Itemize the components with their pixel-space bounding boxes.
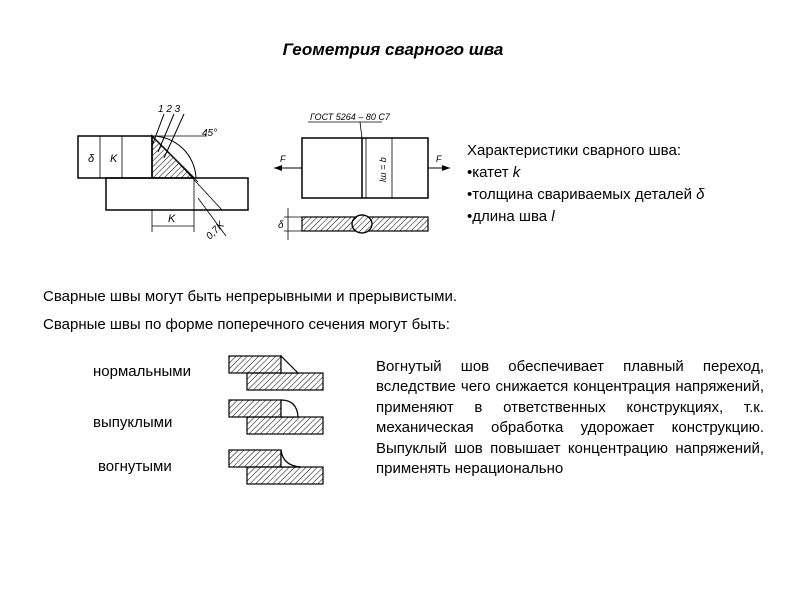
weld-type-convex-label: выпуклыми [93, 414, 173, 431]
page-title: Геометрия сварного шва [282, 40, 504, 59]
force-left-label: F [280, 154, 286, 164]
weld-characteristics: Характеристики сварного шва: •катет k •т… [467, 140, 704, 228]
weld-profile-drawings [228, 354, 324, 485]
characteristic-item: •катет k [467, 164, 521, 181]
section-thickness-label: δ [278, 220, 284, 231]
throat-label: 0,7K [204, 219, 227, 242]
characteristic-item: •длина шва l [467, 208, 555, 225]
weld-type-concave-label: вогнутыми [98, 458, 172, 475]
lower-plate [105, 177, 249, 211]
fillet-weld-geometry-drawing: 1 2 3 45° δ K K 0,7K [77, 104, 249, 242]
cross-section-statement: Сварные швы по форме поперечного сечения… [43, 316, 450, 333]
force-right-label: F [436, 154, 442, 164]
normal-weld-profile [228, 354, 324, 391]
weld-shape-explanation: Вогнутый шов обеспечивает плавный перехо… [376, 358, 764, 478]
characteristic-item: •толщина свариваемых деталей δ [467, 186, 705, 203]
continuity-statement: Сварные швы могут быть непрерывными и пр… [43, 288, 458, 305]
leg-horizontal-label: K [168, 213, 176, 225]
concave-weld-profile [228, 449, 324, 485]
butt-weld-drawing: ГОСТ 5264 – 80 С7 F F lш = b δ [274, 112, 450, 240]
characteristics-heading: Характеристики сварного шва: [467, 142, 681, 159]
convex-weld-profile [228, 399, 324, 435]
angle-label: 45° [202, 128, 217, 139]
length-label: lш = b [378, 157, 388, 182]
weld-type-normal-label: нормальными [93, 363, 191, 380]
thickness-label: δ [88, 153, 95, 165]
leg-vertical-label: K [110, 153, 118, 165]
plate-plan-view [301, 137, 429, 199]
standard-label: ГОСТ 5264 – 80 С7 [310, 112, 391, 122]
callout-numbers: 1 2 3 [158, 104, 181, 115]
